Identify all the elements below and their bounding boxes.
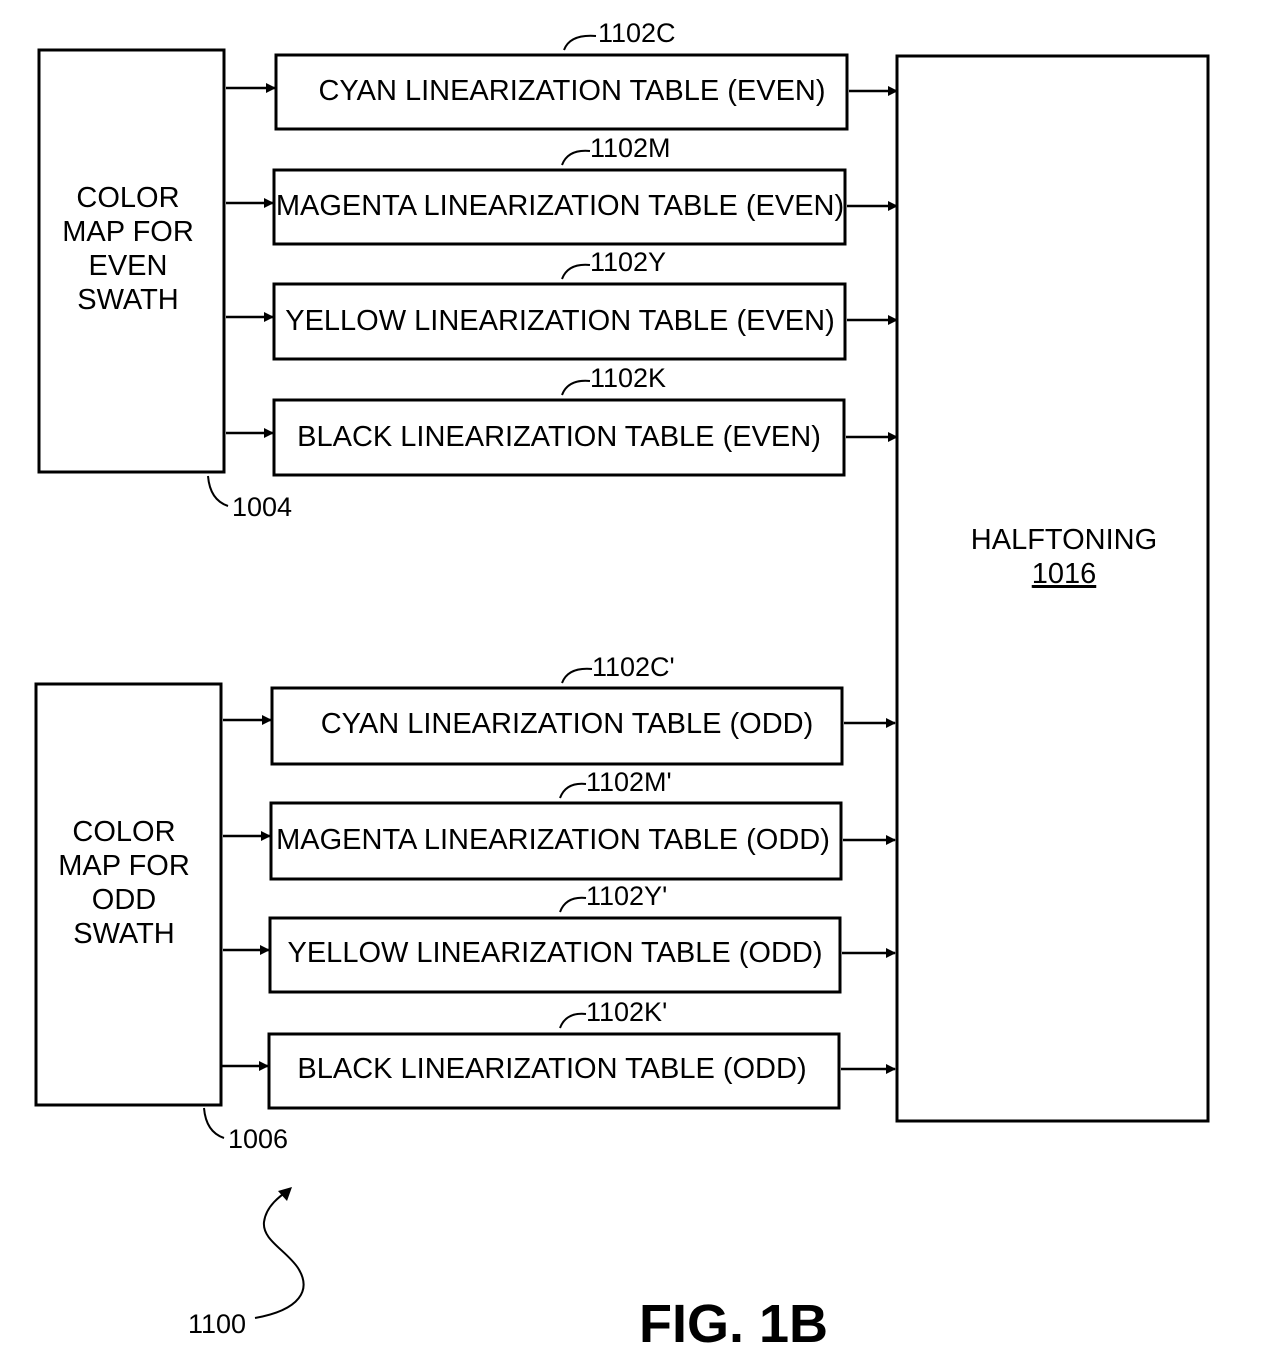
even-group: COLOR MAP FOR EVEN SWATH 1004 CYAN LINEA… [39,18,897,522]
system-ref-wavy-arrow [255,1189,304,1318]
magenta-odd-ref: 1102M' [586,767,672,797]
yellow-odd-ref-leader [560,898,586,912]
odd-group: COLOR MAP FOR ODD SWATH 1006 CYAN LINEAR… [36,652,895,1154]
odd-color-map-line-4: SWATH [73,918,175,950]
halftoning-block: HALFTONING 1016 [897,56,1208,1121]
odd-color-map-line-3: ODD [92,884,156,916]
magenta-even-ref-leader [562,151,590,165]
black-odd-table-label: BLACK LINEARIZATION TABLE (ODD) [297,1053,806,1085]
system-ref-label: 1100 [188,1309,246,1339]
even-color-map-line-1: COLOR [76,182,179,214]
black-even-ref: 1102K [590,363,666,393]
even-color-map-line-2: MAP FOR [62,216,194,248]
even-color-map-leader [208,476,228,506]
halftoning-ref: 1016 [1032,558,1097,590]
yellow-even-ref-leader [562,265,590,279]
even-color-map-line-3: EVEN [89,250,168,282]
cyan-even-ref-leader [564,36,596,50]
yellow-even-table-label: YELLOW LINEARIZATION TABLE (EVEN) [285,305,835,337]
black-even-table-label: BLACK LINEARIZATION TABLE (EVEN) [297,421,821,453]
even-color-map-ref: 1004 [232,492,292,522]
system-ref-arrowhead [278,1187,292,1201]
system-reference: 1100 [188,1187,304,1339]
figure-label: FIG. 1B [639,1294,828,1354]
cyan-even-ref: 1102C [598,18,676,48]
cyan-even-table-label: CYAN LINEARIZATION TABLE (EVEN) [318,75,825,107]
odd-color-map-ref: 1006 [228,1124,288,1154]
magenta-odd-ref-leader [560,784,586,798]
cyan-odd-table-label: CYAN LINEARIZATION TABLE (ODD) [321,708,814,740]
yellow-odd-table-label: YELLOW LINEARIZATION TABLE (ODD) [288,937,823,969]
magenta-odd-table-label: MAGENTA LINEARIZATION TABLE (ODD) [276,824,830,856]
cyan-odd-ref: 1102C' [592,652,675,682]
even-color-map-line-4: SWATH [77,284,179,316]
halftoning-label: HALFTONING [971,524,1157,556]
odd-color-map-line-1: COLOR [72,816,175,848]
yellow-odd-ref: 1102Y' [586,881,667,911]
black-even-ref-leader [562,381,590,395]
magenta-even-ref: 1102M [590,133,671,163]
odd-color-map-leader [204,1108,224,1138]
black-odd-ref-leader [560,1014,586,1028]
odd-color-map-line-2: MAP FOR [58,850,190,882]
black-odd-ref: 1102K' [586,997,667,1027]
yellow-even-ref: 1102Y [590,247,666,277]
magenta-even-table-label: MAGENTA LINEARIZATION TABLE (EVEN) [276,190,844,222]
cyan-odd-ref-leader [562,669,592,683]
